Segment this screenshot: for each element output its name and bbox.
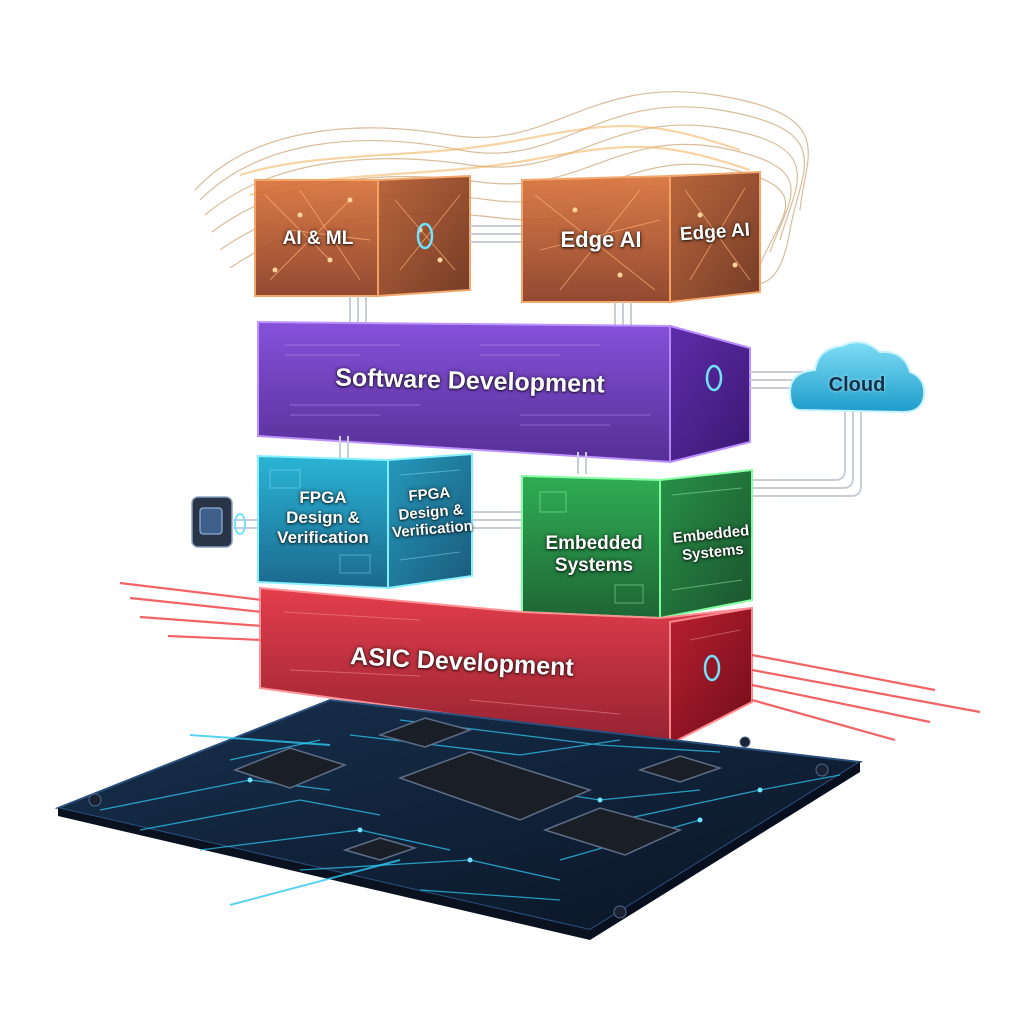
connector-pipes-fpga-embedded (472, 511, 522, 529)
cloud-icon (788, 341, 926, 414)
edge-ai-block (521, 170, 761, 304)
microchip-icon (342, 837, 418, 861)
microchip-icon (377, 717, 473, 748)
microchip-icon (397, 751, 593, 821)
ai-ml-block (254, 174, 471, 298)
fpga-block (257, 452, 473, 590)
ring-connector-icon (416, 222, 434, 250)
microchip-icon (637, 755, 723, 783)
microchip-icon (542, 807, 683, 856)
fpga-front-line-3: Verification (277, 528, 369, 548)
fpga-side-label: FPGA Design & Verification (388, 483, 474, 543)
edge-ai-front-label: Edge AI (560, 227, 642, 252)
circuit-board (54, 698, 863, 940)
sensor-device-icon (191, 496, 258, 548)
signal-lines-left (119, 581, 263, 642)
embedded-front-line-2: Systems (554, 555, 634, 577)
connector-pipes-ai (470, 225, 525, 243)
ring-connector-icon (705, 364, 723, 392)
software-development-block (257, 320, 751, 464)
cloud-label: Cloud (828, 374, 886, 396)
ai-ml-label: AI & ML (282, 228, 354, 249)
embedded-front-label: Embedded Systems (530, 533, 658, 578)
connector-pipes-vertical-top (349, 296, 632, 326)
microchip-icon (232, 747, 348, 789)
signal-lines-right (751, 653, 981, 742)
ring-connector-icon (703, 654, 721, 682)
asic-development-block (259, 586, 753, 746)
embedded-front-line-1: Embedded (545, 533, 643, 554)
fpga-front-line-2: Design & (286, 508, 360, 528)
connector-pipes-vertical-mid (339, 436, 587, 474)
embedded-systems-block (521, 468, 753, 620)
fpga-front-line-1: FPGA (299, 488, 347, 507)
fpga-front-label: FPGA Design & Verification (262, 488, 384, 548)
